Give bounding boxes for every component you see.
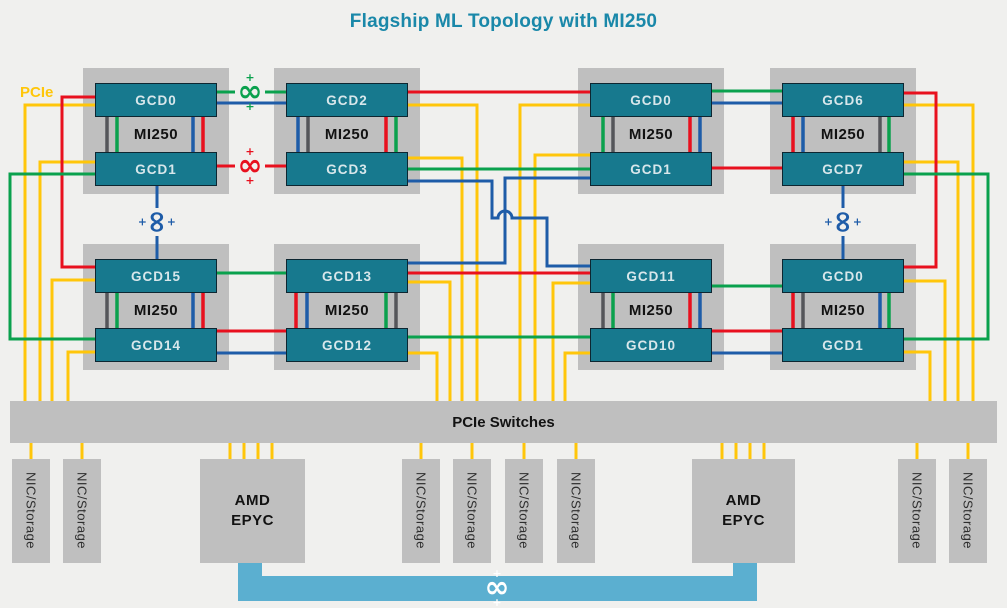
mi250-label-pkg-top-midleft: MI250 <box>274 117 420 152</box>
plus-mark: + <box>823 217 834 226</box>
link-pcie-gcd3 <box>408 158 462 401</box>
gcd-box-gcd0-pkg-top-left: GCD0 <box>95 83 217 117</box>
gcd-box-gcd11-pkg-bottom-midright: GCD11 <box>590 259 712 293</box>
page-title: Flagship ML Topology with MI250 <box>0 11 1007 33</box>
gcd-box-gcd0-pkg-top-midright: GCD0 <box>590 83 712 117</box>
inf-white-bottom-infinity-icon: +∞+ <box>477 571 517 605</box>
plus-mark: + <box>166 217 177 226</box>
gcd-box-gcd12-pkg-bottom-midleft: GCD12 <box>286 328 408 362</box>
pcie-legend-label: PCIe <box>20 84 53 101</box>
gcd-box-gcd7-pkg-top-right: GCD7 <box>782 152 904 186</box>
gcd-box-gcd14-pkg-bottom-left: GCD14 <box>95 328 217 362</box>
plus-mark: + <box>492 597 501 608</box>
link-pcie-gcd1-br <box>904 352 930 401</box>
inf-blue-right-infinity-icon: +∞+ <box>826 202 860 242</box>
plus-mark: + <box>245 101 254 112</box>
mi250-label-pkg-top-midright: MI250 <box>578 117 724 152</box>
gcd-box-gcd3-pkg-top-midleft: GCD3 <box>286 152 408 186</box>
plus-mark: + <box>245 146 254 157</box>
mi250-label-pkg-bottom-left: MI250 <box>83 293 229 328</box>
gcd-box-gcd13-pkg-bottom-midleft: GCD13 <box>286 259 408 293</box>
plus-mark: + <box>245 72 254 83</box>
gcd-box-gcd1-pkg-top-left: GCD1 <box>95 152 217 186</box>
gcd-box-gcd10-pkg-bottom-midright: GCD10 <box>590 328 712 362</box>
link-pcie-gcd14 <box>68 352 95 401</box>
link-pcie-gcd12 <box>408 353 437 401</box>
link-pcie-gcd10 <box>565 353 590 401</box>
gcd-box-gcd15-pkg-bottom-left: GCD15 <box>95 259 217 293</box>
mi250-label-pkg-bottom-midleft: MI250 <box>274 293 420 328</box>
mi250-label-pkg-top-left: MI250 <box>83 117 229 152</box>
gcd-box-gcd1-pkg-bottom-right: GCD1 <box>782 328 904 362</box>
link-xgmi-gcd13-gcd1tm <box>408 178 590 263</box>
plus-mark: + <box>137 217 148 226</box>
gcd-box-gcd6-pkg-top-right: GCD6 <box>782 83 904 117</box>
gcd-box-gcd2-pkg-top-midleft: GCD2 <box>286 83 408 117</box>
plus-mark: + <box>492 568 501 579</box>
plus-mark: + <box>852 217 863 226</box>
link-pcie-gcd1-tm <box>535 155 590 401</box>
mi250-label-pkg-bottom-midright: MI250 <box>578 293 724 328</box>
link-xgmi-gcd3-gcd11 <box>408 181 590 266</box>
inf-blue-left-infinity-icon: +∞+ <box>140 202 174 242</box>
inf-red-top-infinity-icon: +∞+ <box>230 149 270 183</box>
mi250-label-pkg-top-right: MI250 <box>770 117 916 152</box>
gcd-box-gcd0-pkg-bottom-right: GCD0 <box>782 259 904 293</box>
mi250-label-pkg-bottom-right: MI250 <box>770 293 916 328</box>
inf-green-top-infinity-icon: +∞+ <box>230 75 270 109</box>
gcd-box-gcd1-pkg-top-midright: GCD1 <box>590 152 712 186</box>
plus-mark: + <box>245 175 254 186</box>
